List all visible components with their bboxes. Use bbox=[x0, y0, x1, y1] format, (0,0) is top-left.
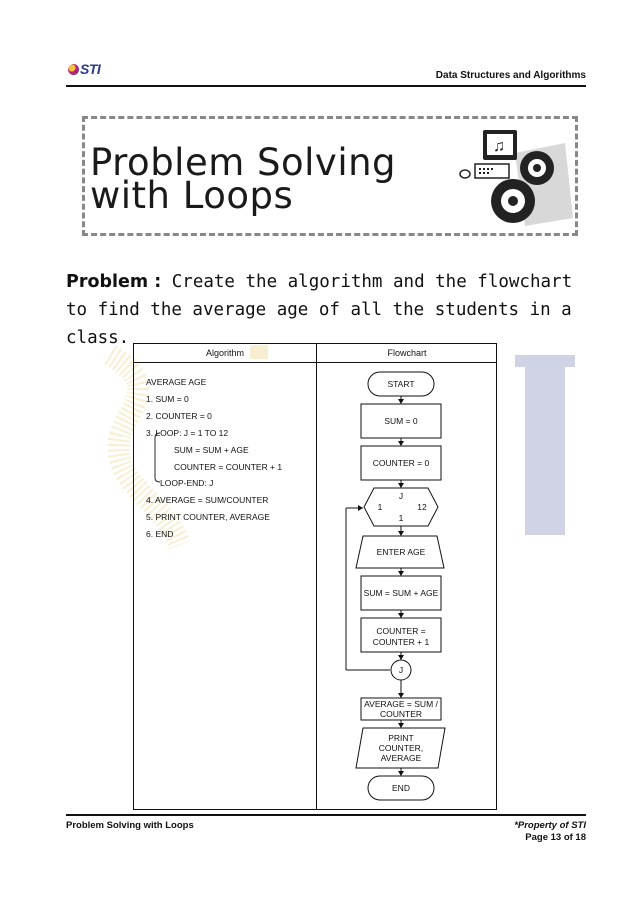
column-header-flowchart: Flowchart bbox=[317, 348, 497, 358]
algorithm-line: 4. AVERAGE = SUM/COUNTER bbox=[146, 495, 268, 505]
flow-label-print-2: COUNTER, bbox=[379, 743, 423, 753]
flow-label-loop-var: J bbox=[399, 491, 403, 501]
flow-label-counter-init: COUNTER = 0 bbox=[373, 458, 430, 468]
logo-swirl-icon bbox=[68, 64, 79, 75]
flow-label-start: START bbox=[387, 379, 414, 389]
flow-label-sum-add: SUM = SUM + AGE bbox=[364, 588, 439, 598]
flow-label-loop-to: 12 bbox=[417, 502, 427, 512]
flow-label-counter-inc-2: COUNTER + 1 bbox=[373, 637, 430, 647]
footer-rule bbox=[66, 814, 586, 816]
flow-label-average-1: AVERAGE = SUM / bbox=[364, 699, 438, 709]
document-title: Data Structures and Algorithms bbox=[436, 70, 586, 81]
flow-label-average-2: COUNTER bbox=[380, 709, 422, 719]
flow-label-input: ENTER AGE bbox=[377, 547, 426, 557]
algorithm-line: LOOP-END: J bbox=[160, 478, 213, 488]
flow-label-counter-inc-1: COUNTER = bbox=[376, 626, 425, 636]
flow-label-sum-init: SUM = 0 bbox=[384, 416, 418, 426]
footer-title: Problem Solving with Loops bbox=[66, 820, 194, 831]
algorithm-line: COUNTER = COUNTER + 1 bbox=[174, 462, 282, 472]
flow-label-print-1: PRINT bbox=[388, 733, 414, 743]
column-header-algorithm: Algorithm bbox=[134, 348, 316, 358]
algorithm-line: 1. SUM = 0 bbox=[146, 394, 189, 404]
flow-label-print-3: AVERAGE bbox=[381, 753, 422, 763]
sti-logo: STI bbox=[68, 61, 100, 77]
footer-property: *Property of STI bbox=[514, 820, 586, 832]
problem-label: Problem : bbox=[66, 272, 161, 292]
algorithm-line: AVERAGE AGE bbox=[146, 377, 206, 387]
flowchart: START SUM = 0 COUNTER = 0 J 1 12 1 ENTER… bbox=[316, 362, 496, 808]
header-rule bbox=[66, 85, 586, 87]
flow-label-loop-from: 1 bbox=[378, 502, 383, 512]
problem-statement: Problem : Create the algorithm and the f… bbox=[66, 268, 596, 352]
svg-text:♫: ♫ bbox=[493, 138, 505, 155]
flow-label-connector: J bbox=[399, 665, 403, 675]
algorithm-line: 5. PRINT COUNTER, AVERAGE bbox=[146, 512, 270, 522]
flow-label-loop-step: 1 bbox=[399, 513, 404, 523]
algorithm-line: SUM = SUM + AGE bbox=[174, 445, 249, 455]
algorithm-line: 6. END bbox=[146, 529, 173, 539]
footer-right: *Property of STI Page 13 of 18 bbox=[514, 820, 586, 844]
algorithm-line: 2. COUNTER = 0 bbox=[146, 411, 212, 421]
banner-title: Problem Solving with Loops bbox=[90, 146, 396, 212]
footer-page-number: Page 13 of 18 bbox=[514, 832, 586, 844]
logo-text: STI bbox=[80, 61, 100, 77]
flow-label-end: END bbox=[392, 783, 410, 793]
loop-bracket bbox=[148, 430, 162, 486]
computer-cd-clipart-icon: ♫ bbox=[455, 128, 575, 228]
